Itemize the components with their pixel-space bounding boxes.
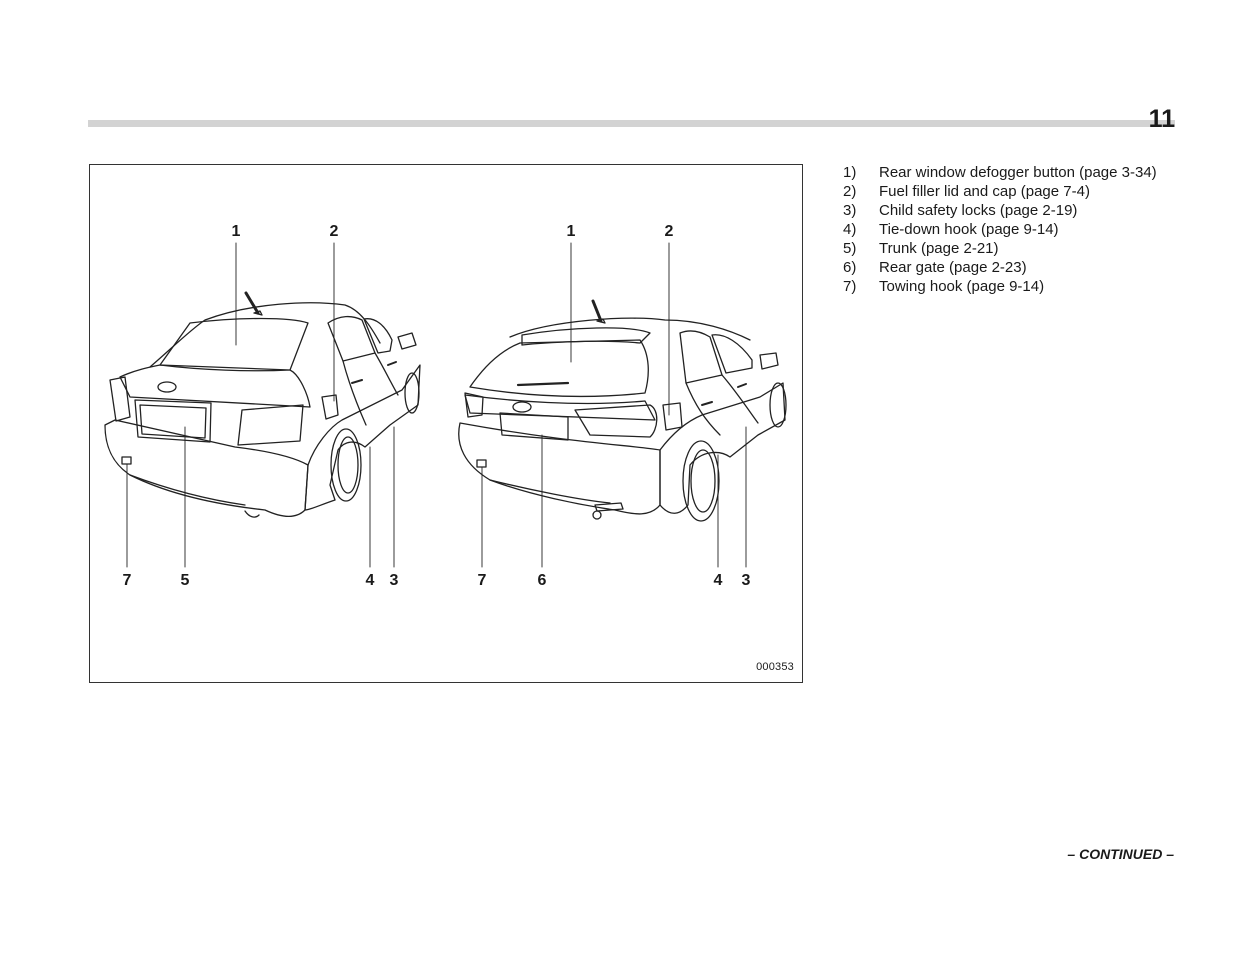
legend-item-number: 2) [843,183,857,200]
legend-item-text: Rear gate (page 2-23) [879,259,1027,276]
legend-item-text: Rear window defogger button (page 3-34) [879,164,1157,181]
legend-item-number: 6) [843,259,857,276]
legend-item-number: 5) [843,240,857,257]
sedan-callout-2: 2 [329,223,339,240]
continued-label: – CONTINUED – [1067,846,1174,862]
legend-item: 5) Trunk (page 2-21) [843,239,1163,258]
sedan-callout-4: 4 [365,572,375,589]
legend-item-text: Child safety locks (page 2-19) [879,202,1078,219]
hatch-callout-1: 1 [566,223,576,240]
legend-item: 1) Rear window defogger button (page 3-34… [843,163,1163,182]
legend-item: 3) Child safety locks (page 2-19) [843,201,1163,220]
legend-item-text: Fuel filler lid and cap (page 7-4) [879,183,1090,200]
hatchback-drawing [458,242,787,568]
figure-frame: 1 2 7 5 4 3 1 2 7 6 4 3 000353 [89,164,803,683]
hatch-callout-6: 6 [537,572,547,589]
sedan-drawing [104,242,421,568]
hatch-callout-4: 4 [713,572,723,589]
vehicle-illustration [104,242,787,568]
legend-item: 7) Towing hook (page 9-14) [843,277,1163,296]
header-rule [88,120,1175,127]
sedan-callout-1: 1 [231,223,241,240]
page-number: 11 [1148,105,1175,133]
legend-item: 6) Rear gate (page 2-23) [843,258,1163,277]
legend-item-number: 4) [843,221,857,238]
legend-item: 4) Tie-down hook (page 9-14) [843,220,1163,239]
legend-item: 2) Fuel filler lid and cap (page 7-4) [843,182,1163,201]
hatch-callout-7: 7 [477,572,487,589]
legend-item-text: Towing hook (page 9-14) [879,278,1045,295]
sedan-callout-5: 5 [180,572,190,589]
legend-item-text: Trunk (page 2-21) [879,240,999,257]
sedan-callout-3: 3 [389,572,399,589]
hatch-callout-2: 2 [664,223,674,240]
legend-item-number: 3) [843,202,857,219]
legend-item-text: Tie-down hook (page 9-14) [879,221,1059,238]
legend-list: 1) Rear window defogger button (page 3-34… [843,163,1163,296]
legend-item-number: 1) [843,164,857,181]
sedan-callout-7: 7 [122,572,132,589]
legend-item-number: 7) [843,278,857,295]
hatch-callout-3: 3 [741,572,751,589]
figure-code: 000353 [756,661,794,673]
